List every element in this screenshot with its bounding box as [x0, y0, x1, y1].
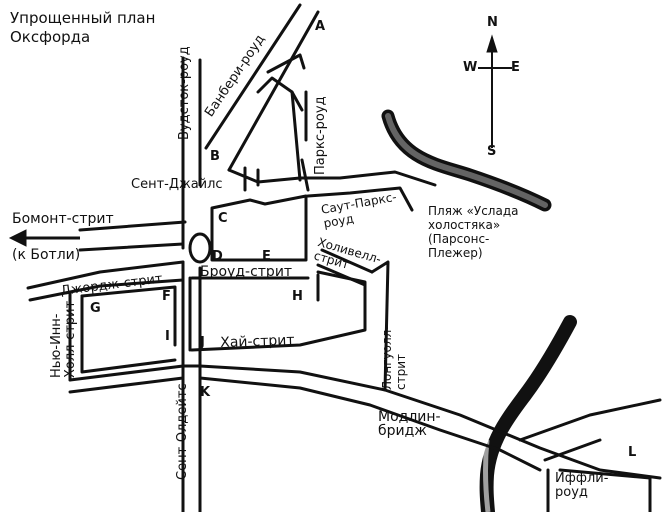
- label-st-aldates: Сент-Олдейтс: [175, 383, 190, 480]
- marker-b: B: [210, 149, 220, 164]
- holywell-street: [316, 263, 367, 287]
- river-cherwell-upper: [381, 109, 552, 212]
- label-magdalen-bridge: Модлин- бридж: [378, 409, 441, 439]
- beaumont-street: [78, 220, 187, 232]
- marker-h: H: [292, 289, 303, 304]
- marker-c: C: [218, 211, 228, 226]
- compass-icon: [478, 34, 512, 148]
- marker-e: E: [262, 249, 271, 264]
- label-woodstock-road: Вудсток-роуд: [177, 46, 192, 140]
- south-parks-road: [298, 170, 437, 187]
- marker-a: A: [315, 19, 326, 34]
- marker-i: I: [165, 329, 170, 344]
- marker-f: F: [162, 289, 171, 304]
- magdalen-bridge: [518, 398, 662, 442]
- label-high-street: Хай-стрит: [219, 332, 295, 351]
- label-beaumont-street: Бомонт-стрит: [12, 211, 114, 227]
- label-longwall-street: Лонгуолл- стрит: [380, 325, 408, 390]
- compass-w: W: [463, 60, 478, 75]
- marker-l: L: [628, 445, 637, 460]
- label-parks-road: Паркс-роуд: [313, 96, 328, 175]
- high-street: [68, 364, 662, 480]
- compass-s: S: [487, 144, 497, 159]
- parks-road: [290, 90, 302, 182]
- marker-k: K: [200, 385, 211, 400]
- label-new-inn-hall-street: Нью-Инн- Холл-стрит: [49, 300, 78, 378]
- marker-g: G: [90, 301, 101, 316]
- compass-e: E: [511, 60, 520, 75]
- label-parsons-pleasure: Пляж «Услада холостяка» (Парсонс- Плежер…: [428, 204, 519, 260]
- marker-j: J: [200, 335, 205, 350]
- banbury-road: [204, 3, 302, 150]
- marker-d: D: [212, 249, 223, 264]
- longwall-street: [370, 260, 390, 392]
- label-iffley-road: Иффли- роуд: [555, 471, 609, 500]
- map-title: Упрощенный план Оксфорда: [10, 9, 156, 46]
- label-st-giles: Сент-Джайлс: [131, 177, 223, 192]
- label-to-botley: (к Ботли): [12, 247, 81, 263]
- to-botley-arrow: [8, 229, 80, 247]
- george-street: [26, 260, 185, 290]
- compass-n: N: [487, 15, 498, 30]
- label-broad-street: Броуд-стрит: [200, 264, 293, 280]
